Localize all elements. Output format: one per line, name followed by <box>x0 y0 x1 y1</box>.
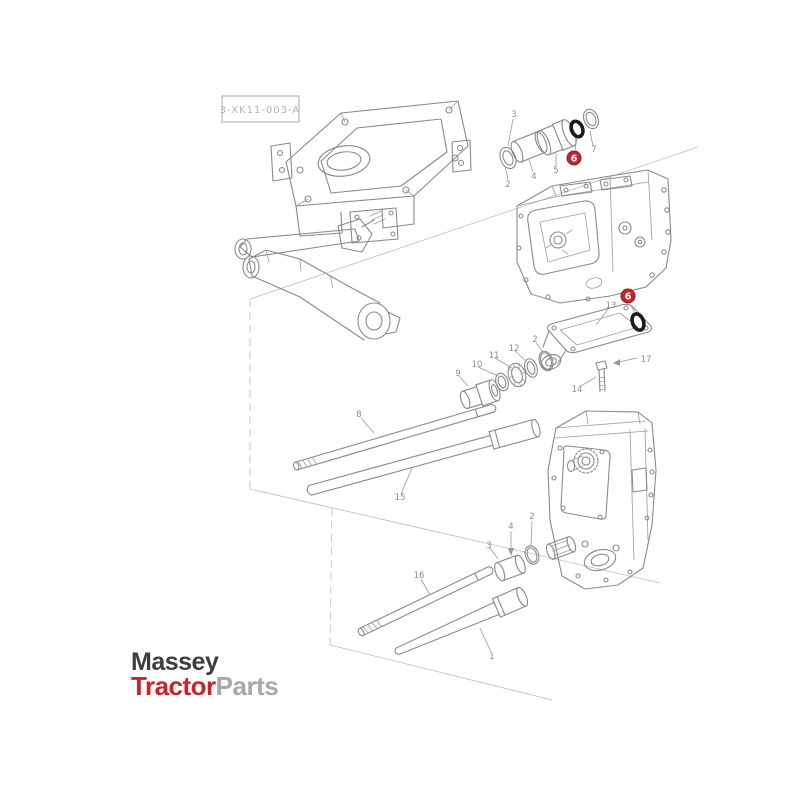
logo-tractor-text: Tractor <box>131 671 216 701</box>
callout-2-mid: 2 <box>532 335 537 345</box>
o-ring-part-6-lower <box>630 311 646 333</box>
callout-2-lower: 2 <box>529 512 534 522</box>
logo-parts-text: Parts <box>215 671 279 701</box>
callout-leader-lines <box>360 118 638 653</box>
sleeve-part-5 <box>536 119 577 156</box>
callout-5: 5 <box>553 166 558 176</box>
shaft-1-drawing <box>394 586 529 656</box>
ring-part-12 <box>524 358 538 378</box>
callout-1: 1 <box>489 652 494 662</box>
bearing-part-11 <box>507 362 527 388</box>
bearing-set-row-drawing <box>459 350 554 410</box>
callout-2-upper: 2 <box>505 180 510 190</box>
highlight-marker-upper: 6 <box>566 150 582 166</box>
callout-16: 16 <box>414 571 425 581</box>
callout-7: 7 <box>591 145 596 155</box>
logo-line2: TractorParts <box>131 671 279 701</box>
cover-plate-drawing <box>540 303 653 370</box>
callout-11: 11 <box>489 351 500 361</box>
shaft-15-drawing <box>306 418 541 496</box>
callout-3-lower: 3 <box>486 541 491 551</box>
callout-13: 13 <box>606 301 617 311</box>
callout-8: 8 <box>356 410 361 420</box>
marker-circle-upper <box>566 150 582 166</box>
ring-part-2-lower <box>524 545 540 565</box>
upper-bushing-set-drawing <box>499 108 600 170</box>
bushing-part-9 <box>459 379 501 410</box>
callout-12: 12 <box>509 344 520 354</box>
part-callouts: 3 2 4 5 7 13 17 14 2 12 11 10 9 8 15 16 … <box>356 110 651 662</box>
marker-number-lower: 6 <box>625 292 632 303</box>
reference-label-box <box>221 95 300 123</box>
bolt-part-14-drawing <box>595 360 608 393</box>
sleeve-part-4 <box>510 131 548 163</box>
highlight-marker-lower: 6 <box>620 288 636 304</box>
marker-circle-lower <box>620 288 636 304</box>
pto-housing-drawing <box>547 410 657 590</box>
reference-label: 3-XK11-003-A <box>220 95 301 123</box>
ring-part-7 <box>582 108 600 130</box>
callout-4-lower: 4 <box>508 522 513 532</box>
construction-lines <box>249 146 699 701</box>
callout-17: 17 <box>641 355 652 365</box>
transmission-case-drawing <box>516 169 672 304</box>
ring-part-2-upper <box>499 146 517 170</box>
shaft-8-drawing <box>292 403 497 471</box>
o-ring-part-6-upper <box>569 119 585 139</box>
lower-bushing-set-drawing <box>494 536 577 582</box>
callout-9: 9 <box>455 369 460 379</box>
reference-label-text: 3-XK11-003-A <box>220 105 301 116</box>
callout-3-upper: 3 <box>511 110 516 120</box>
logo-massey-text: Massey <box>131 648 219 676</box>
callout-10: 10 <box>472 360 483 370</box>
ring-part-10 <box>495 372 509 392</box>
shaft-16-drawing <box>357 566 494 637</box>
callout-4-upper: 4 <box>531 172 536 182</box>
callout-14: 14 <box>572 385 583 395</box>
brand-logo: Massey TractorParts <box>131 648 279 701</box>
front-axle-drawing <box>234 210 401 341</box>
marker-number-upper: 6 <box>571 154 578 165</box>
bushing-part-3-lower <box>494 554 526 582</box>
chassis-frame-drawing <box>270 100 472 244</box>
callout-15: 15 <box>395 493 406 503</box>
splined-stub-drawing <box>545 536 577 560</box>
